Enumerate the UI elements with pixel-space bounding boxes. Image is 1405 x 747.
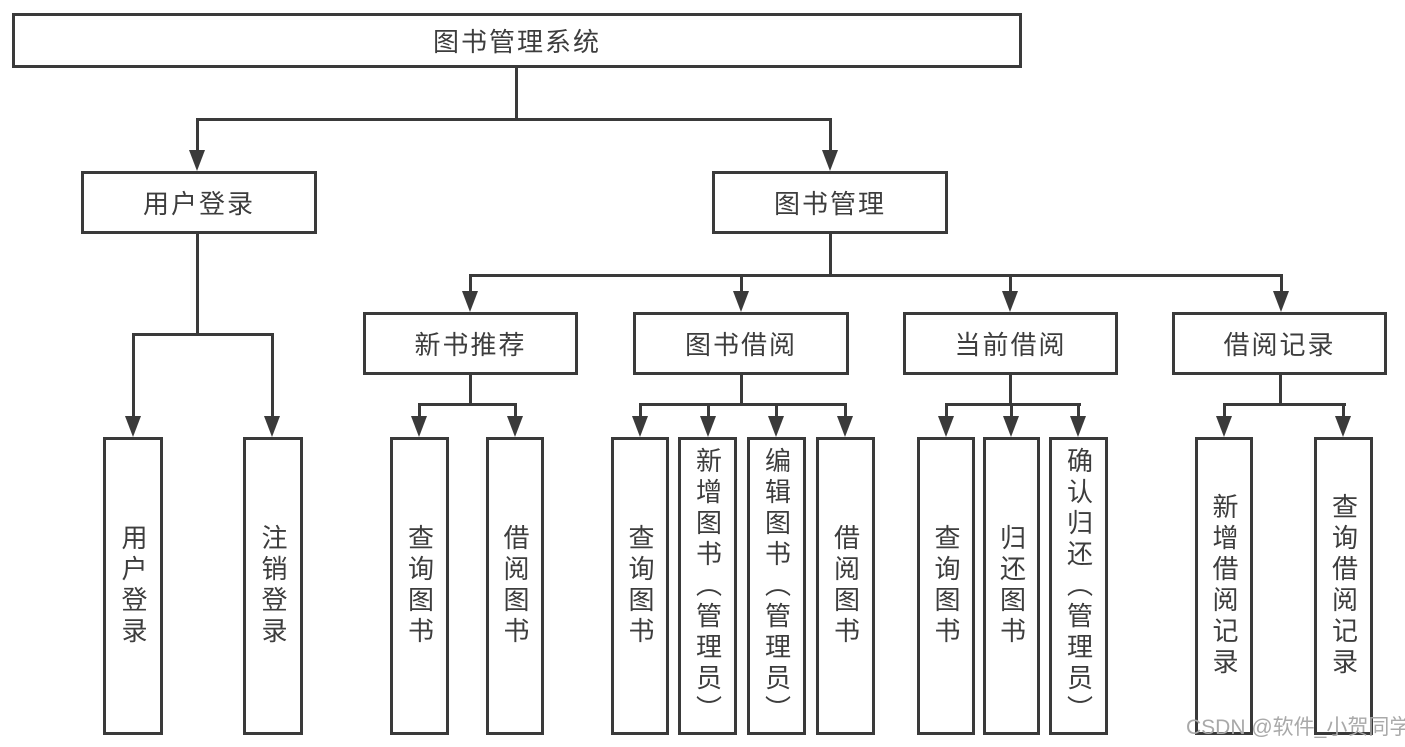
arrowhead-cb-query bbox=[938, 416, 954, 437]
node-nbr-query-book: 查询图书 bbox=[390, 437, 449, 735]
node-label: 编辑图书（管理员） bbox=[761, 446, 792, 726]
arrowhead-nbr-query bbox=[411, 416, 427, 437]
arrowhead-cb-return bbox=[1003, 416, 1019, 437]
node-label: 图书借阅 bbox=[684, 330, 797, 360]
node-label: 借阅图书 bbox=[500, 524, 530, 648]
node-br-query-record: 查询借阅记录 bbox=[1314, 437, 1373, 735]
connector-borrow-records-trunk bbox=[1279, 374, 1282, 405]
connector-new-book-rec-bar bbox=[418, 403, 517, 406]
arrowhead-bb-add bbox=[700, 416, 716, 437]
node-label: 图书管理 bbox=[773, 189, 886, 219]
node-label: 新增图书（管理员） bbox=[692, 446, 723, 726]
arrowhead-bb-query bbox=[632, 416, 648, 437]
connector-book-mgmt-trunk bbox=[829, 233, 832, 276]
arrowhead-borrow-records bbox=[1273, 291, 1289, 312]
arrowhead-book-mgmt bbox=[822, 150, 838, 171]
connector-root-trunk bbox=[515, 67, 518, 120]
node-cb-confirm-return: 确认归还（管理员） bbox=[1049, 437, 1108, 735]
node-label: 归还图书 bbox=[996, 524, 1027, 648]
node-bb-add-book: 新增图书（管理员） bbox=[678, 437, 737, 735]
node-label: 注销登录 bbox=[258, 524, 288, 648]
connector-user-login-bar bbox=[132, 333, 274, 336]
node-label: 确认归还（管理员） bbox=[1063, 446, 1094, 726]
connector-book-borrow-bar bbox=[639, 403, 847, 406]
arrowhead-bb-edit bbox=[768, 416, 784, 437]
node-leaf-user-login: 用户登录 bbox=[103, 437, 163, 735]
arrowhead-cb-confirm bbox=[1070, 416, 1086, 437]
connector-stem-cb-confirm bbox=[1077, 403, 1080, 421]
connector-stem-br-query bbox=[1342, 403, 1345, 421]
node-user-login: 用户登录 bbox=[81, 171, 317, 234]
node-label: 查询借阅记录 bbox=[1328, 493, 1359, 679]
arrowhead-nbr-borrow bbox=[507, 416, 523, 437]
connector-stem-borrow-records bbox=[1280, 274, 1283, 296]
arrowhead-current-borrow bbox=[1002, 291, 1018, 312]
connector-stem-br-add bbox=[1223, 403, 1226, 421]
connector-borrow-records-bar bbox=[1223, 403, 1346, 406]
node-borrow-records: 借阅记录 bbox=[1172, 312, 1387, 375]
connector-stem-bb-query bbox=[639, 403, 642, 421]
arrowhead-new-book-rec bbox=[462, 291, 478, 312]
node-cb-return-book: 归还图书 bbox=[983, 437, 1040, 735]
node-br-add-record: 新增借阅记录 bbox=[1195, 437, 1253, 735]
connector-stem-bb-borrow bbox=[844, 403, 847, 421]
connector-current-borrow-bar bbox=[945, 403, 1081, 406]
node-bb-borrow-book: 借阅图书 bbox=[816, 437, 875, 735]
connector-stem-user-login bbox=[196, 118, 199, 156]
node-label: 用户登录 bbox=[118, 524, 148, 648]
arrowhead-user-login bbox=[189, 150, 205, 171]
node-label: 借阅图书 bbox=[830, 524, 861, 648]
connector-stem-cb-return bbox=[1010, 403, 1013, 421]
connector-stem-book-borrow bbox=[740, 274, 743, 296]
connector-stem-leaf-logout bbox=[271, 333, 274, 421]
node-root: 图书管理系统 bbox=[12, 13, 1022, 68]
connector-stem-nbr-query bbox=[418, 403, 421, 421]
connector-user-login-trunk bbox=[196, 233, 199, 335]
node-label: 查询图书 bbox=[404, 524, 435, 648]
connector-stem-current-borrow bbox=[1009, 274, 1012, 296]
arrowhead-bb-borrow bbox=[837, 416, 853, 437]
connector-stem-new-book-rec bbox=[469, 274, 472, 296]
arrowhead-leaf-logout bbox=[264, 416, 280, 437]
node-label: 当前借阅 bbox=[954, 330, 1067, 360]
node-book-mgmt: 图书管理 bbox=[712, 171, 948, 234]
connector-new-book-rec-trunk bbox=[469, 374, 472, 405]
node-label: 新书推荐 bbox=[414, 330, 527, 360]
connector-book-mgmt-bar bbox=[469, 274, 1283, 277]
watermark: CSDN @软件_小贺同学 bbox=[1186, 716, 1405, 739]
connector-current-borrow-trunk bbox=[1009, 374, 1012, 405]
node-label: 图书管理系统 bbox=[432, 27, 601, 57]
node-current-borrow: 当前借阅 bbox=[903, 312, 1118, 375]
node-bb-edit-book: 编辑图书（管理员） bbox=[747, 437, 806, 735]
node-label: 查询图书 bbox=[625, 524, 655, 648]
arrowhead-br-query bbox=[1335, 416, 1351, 437]
node-book-borrow: 图书借阅 bbox=[633, 312, 849, 375]
connector-stem-bb-edit bbox=[775, 403, 778, 421]
connector-stem-book-mgmt bbox=[829, 118, 832, 156]
node-label: 新增借阅记录 bbox=[1209, 493, 1239, 679]
node-nbr-borrow-book: 借阅图书 bbox=[486, 437, 544, 735]
connector-stem-nbr-borrow bbox=[514, 403, 517, 421]
node-label: 用户登录 bbox=[142, 189, 255, 219]
arrowhead-book-borrow bbox=[733, 291, 749, 312]
connector-stem-bb-add bbox=[707, 403, 710, 421]
node-label: 查询图书 bbox=[931, 524, 961, 648]
connector-root-bar bbox=[196, 118, 832, 121]
node-label: 借阅记录 bbox=[1223, 330, 1336, 360]
arrowhead-br-add bbox=[1216, 416, 1232, 437]
arrowhead-leaf-user-login bbox=[125, 416, 141, 437]
node-new-book-rec: 新书推荐 bbox=[363, 312, 578, 375]
connector-book-borrow-trunk bbox=[740, 374, 743, 405]
connector-stem-cb-query bbox=[945, 403, 948, 421]
node-bb-query-book: 查询图书 bbox=[611, 437, 669, 735]
node-cb-query-book: 查询图书 bbox=[917, 437, 975, 735]
connector-stem-leaf-user-login bbox=[132, 333, 135, 421]
node-leaf-logout: 注销登录 bbox=[243, 437, 303, 735]
